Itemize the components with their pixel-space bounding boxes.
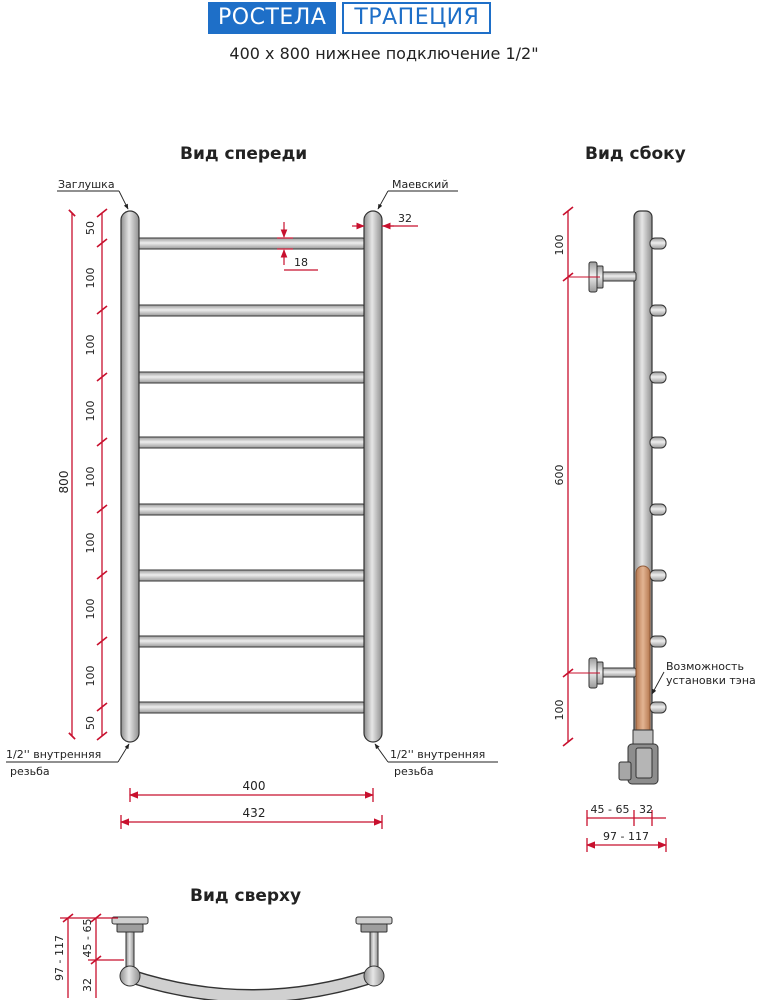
segment-label: 100 bbox=[84, 599, 97, 620]
rung-2 bbox=[133, 304, 369, 317]
center-distance-value: 400 bbox=[243, 779, 266, 793]
thread-left-label-2: резьба bbox=[10, 765, 50, 778]
front-rungs bbox=[133, 237, 369, 714]
side-top-value: 100 bbox=[553, 235, 566, 256]
front-width-dimensions bbox=[120, 788, 383, 829]
side-view: 100 600 100 Возможность установки тэна 4… bbox=[553, 206, 756, 852]
top-left-bracket bbox=[111, 916, 149, 987]
left-riser-pipe bbox=[120, 210, 140, 743]
side-offset-value: 45 - 65 bbox=[591, 803, 630, 816]
brand-name: РОСТЕЛА bbox=[208, 2, 337, 34]
overall-width-value: 432 bbox=[243, 806, 266, 820]
segment-label: 100 bbox=[84, 335, 97, 356]
thread-right-label-1: 1/2'' внутренняя bbox=[390, 748, 485, 761]
side-height-dimensions bbox=[562, 206, 600, 747]
product-subtitle: 400 х 800 нижнее подключение 1/2" bbox=[229, 44, 539, 63]
top-view-title: Вид сверху bbox=[190, 886, 302, 906]
top-view-dimensions bbox=[60, 913, 124, 998]
top-pipe-value: 32 bbox=[81, 978, 94, 992]
rung-diameter-dimension bbox=[277, 222, 318, 271]
brand-header: РОСТЕЛА ТРАПЕЦИЯ bbox=[208, 2, 492, 34]
segment-label: 50 bbox=[84, 221, 97, 235]
segment-label: 50 bbox=[84, 716, 97, 730]
segment-label: 100 bbox=[84, 268, 97, 289]
top-view: 97 - 117 45 - 65 32 bbox=[53, 913, 393, 1000]
wall-brackets bbox=[588, 261, 637, 689]
segment-label: 100 bbox=[84, 533, 97, 554]
segment-label: 100 bbox=[84, 666, 97, 687]
side-total-value: 97 - 117 bbox=[603, 830, 649, 843]
rung-6 bbox=[133, 569, 369, 582]
front-view-title: Вид спереди bbox=[180, 144, 308, 164]
thread-left-label-1: 1/2'' внутренняя bbox=[6, 748, 101, 761]
rung-3 bbox=[133, 371, 369, 384]
callout-lines bbox=[6, 190, 498, 763]
rung-4 bbox=[133, 436, 369, 449]
side-bottom-value: 100 bbox=[553, 700, 566, 721]
front-height-dimensions bbox=[68, 208, 108, 741]
side-rung-stubs bbox=[649, 237, 667, 714]
pipe-diameter-value: 32 bbox=[398, 212, 412, 225]
top-arc-fill bbox=[124, 970, 380, 1000]
side-middle-value: 600 bbox=[553, 465, 566, 486]
heater-label-1: Возможность bbox=[666, 660, 744, 673]
rung-5 bbox=[133, 503, 369, 516]
top-right-bracket bbox=[355, 916, 393, 987]
top-total-value: 97 - 117 bbox=[53, 935, 66, 981]
segment-label: 100 bbox=[84, 467, 97, 488]
front-height-value: 800 bbox=[57, 471, 71, 494]
heater-element bbox=[635, 565, 651, 745]
plug-label: Заглушка bbox=[58, 178, 115, 191]
mayevsky-label: Маевский bbox=[392, 178, 448, 191]
thread-right-label-2: резьба bbox=[394, 765, 434, 778]
heater-label-2: установки тэна bbox=[666, 674, 756, 687]
right-riser-pipe bbox=[363, 210, 383, 743]
rung-8 bbox=[133, 701, 369, 714]
side-view-title: Вид сбоку bbox=[585, 144, 686, 164]
side-depth-dimensions bbox=[586, 810, 667, 852]
top-offset-value: 45 - 65 bbox=[81, 919, 94, 958]
rung-diameter-value: 18 bbox=[294, 256, 308, 269]
model-name: ТРАПЕЦИЯ bbox=[342, 2, 492, 34]
rung-7 bbox=[133, 635, 369, 648]
front-segment-labels: 50 100 100 100 100 100 100 100 50 bbox=[84, 221, 97, 730]
heater-callout-line bbox=[651, 671, 665, 695]
front-view: 800 50 100 100 100 100 100 100 100 50 32 bbox=[6, 178, 498, 829]
heater-head bbox=[618, 729, 659, 785]
side-pipe-value: 32 bbox=[639, 803, 653, 816]
rung-1 bbox=[133, 237, 369, 250]
segment-label: 100 bbox=[84, 401, 97, 422]
